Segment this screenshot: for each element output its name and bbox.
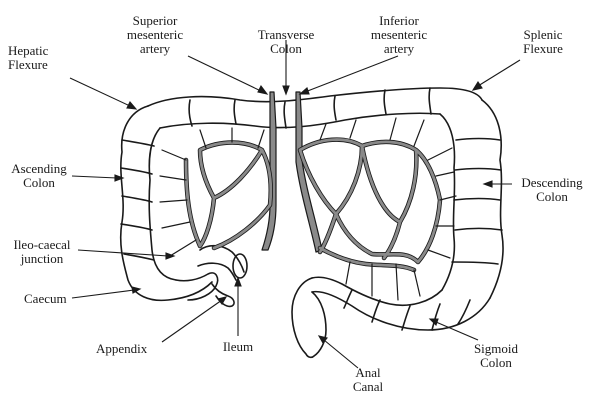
label-ileum: Ileum: [212, 340, 264, 354]
descending-colon-haustra: [452, 139, 502, 265]
label-line: Hepatic: [8, 44, 78, 58]
label-line: mesenteric: [354, 28, 444, 42]
label-line: Canal: [336, 380, 400, 394]
label-line: Ascending: [6, 162, 72, 176]
rectum-shape: [292, 278, 326, 357]
label-splenic-flexure: Splenic Flexure: [508, 28, 578, 56]
ascending-colon-shape: [121, 106, 212, 300]
label-sigmoid-colon: Sigmoid Colon: [456, 342, 536, 370]
caecum-shape: [176, 273, 218, 300]
label-descending-colon: Descending Colon: [510, 176, 594, 204]
label-line: artery: [112, 42, 198, 56]
label-line: Anal: [336, 366, 400, 380]
ileum-opening: [233, 254, 247, 278]
label-ascending-colon: Ascending Colon: [6, 162, 72, 190]
descending-colon-inner: [440, 114, 455, 290]
label-line: Superior: [112, 14, 198, 28]
label-line: artery: [354, 42, 444, 56]
label-caecum: Caecum: [24, 292, 84, 306]
sigmoid-colon-inner: [312, 277, 442, 305]
label-anal-canal: Anal Canal: [336, 366, 400, 394]
label-superior-mesenteric-artery: Superior mesenteric artery: [112, 14, 198, 56]
label-line: Inferior: [354, 14, 444, 28]
label-line: Transverse: [236, 28, 336, 42]
label-line: junction: [6, 252, 78, 266]
sigmoid-colon-haustra: [344, 290, 470, 330]
transverse-colon-shape: [148, 88, 482, 106]
label-line: Sigmoid: [456, 342, 536, 356]
label-line: Flexure: [8, 58, 78, 72]
label-line: Descending: [510, 176, 594, 190]
label-line: Ileo-caecal: [6, 238, 78, 252]
label-inferior-mesenteric-artery: Inferior mesenteric artery: [354, 14, 444, 56]
mesenteric-arcade-dark: [186, 140, 440, 270]
label-line: Colon: [456, 356, 536, 370]
label-line: Appendix: [96, 342, 176, 356]
label-line: Splenic: [508, 28, 578, 42]
label-line: Colon: [510, 190, 594, 204]
label-line: Colon: [6, 176, 72, 190]
label-line: Flexure: [508, 42, 578, 56]
label-ileo-caecal-junction: Ileo-caecal junction: [6, 238, 78, 266]
label-line: Caecum: [24, 292, 84, 306]
label-line: mesenteric: [112, 28, 198, 42]
mesenteric-arcade-light: [186, 140, 440, 270]
label-line: Ileum: [212, 340, 264, 354]
label-transverse-colon: Transverse Colon: [236, 28, 336, 56]
sigmoid-colon-shape: [312, 292, 490, 330]
label-appendix: Appendix: [96, 342, 176, 356]
label-line: Colon: [236, 42, 336, 56]
label-hepatic-flexure: Hepatic Flexure: [8, 44, 78, 72]
